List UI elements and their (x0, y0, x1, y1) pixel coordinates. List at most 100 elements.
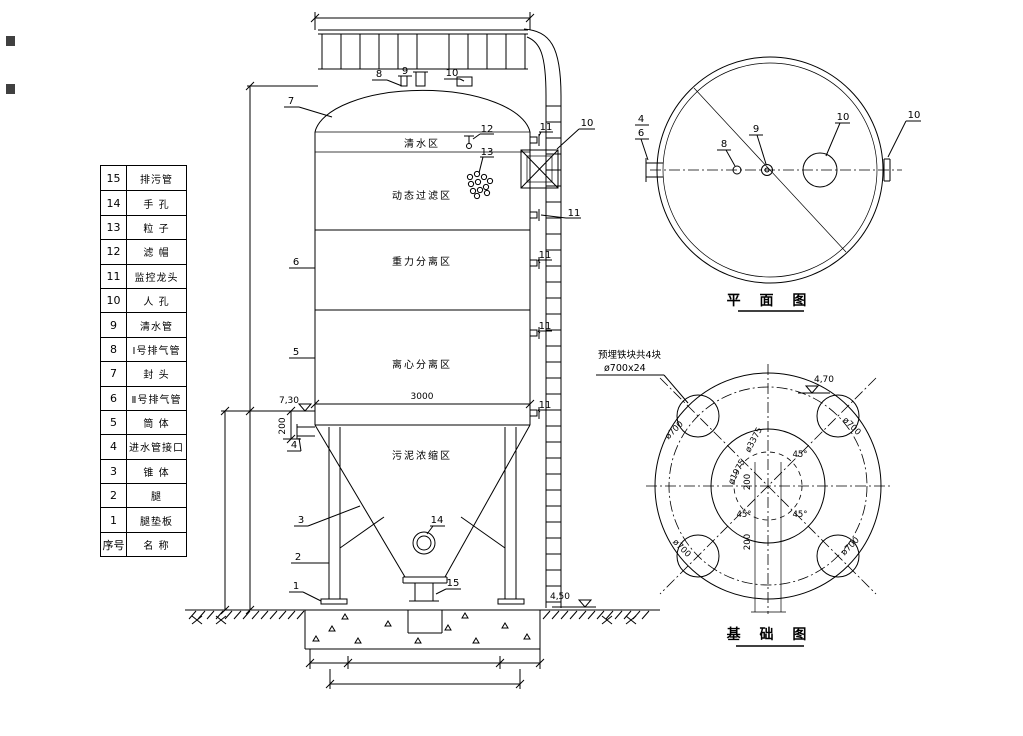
elevation-callouts: 7 8 9 10 12 13 10 11 11 11 (284, 66, 595, 602)
particles-cluster (466, 170, 494, 200)
part-no: 10 (101, 288, 127, 313)
cone-left (314, 424, 406, 578)
plan-title: 平 面 图 (727, 293, 814, 309)
table-row: 6 Ⅱ号排气管 (101, 385, 186, 410)
table-row: 9 清水管 (101, 312, 186, 337)
dome-head (314, 89, 531, 133)
cone-right (444, 424, 531, 578)
callout-7: 7 (288, 96, 294, 107)
foundation-plan: ø700 ø700 ø700 ø700 ø1975 ø3375 45° 45° … (596, 349, 892, 647)
part-name: 人 孔 (143, 297, 170, 309)
callout-9: 9 (753, 124, 759, 135)
table-row: 12 滤 帽 (101, 239, 186, 264)
table-header-row: 序号名 称 (101, 531, 186, 557)
inlet-stub (645, 158, 663, 182)
callout-10-side: 10 (581, 118, 594, 129)
manhole-plan (802, 152, 838, 188)
edge-artifact (6, 36, 15, 46)
header-no: 序号 (101, 532, 127, 557)
part-name: 排污管 (140, 174, 173, 186)
inlet-connection (296, 424, 315, 439)
note-embedded-plates: 预埋铁块共4块 (598, 349, 662, 361)
embedded-plate (676, 534, 720, 578)
callout-2: 2 (295, 552, 301, 563)
table-row: 10 人 孔 (101, 287, 186, 313)
part-no: 1 (101, 508, 127, 532)
part-name: Ⅰ号排气管 (132, 345, 181, 357)
part-no: 4 (101, 435, 127, 459)
part-name: 滤 帽 (143, 248, 170, 260)
dome-manhole-neck (456, 76, 473, 87)
part-no: 15 (101, 166, 127, 191)
clean-water-pipe-plan (761, 164, 773, 176)
callout-11: 11 (539, 400, 552, 411)
callout-9: 9 (402, 66, 408, 77)
ground-hatch (188, 610, 650, 625)
part-no: 5 (101, 410, 127, 435)
part-no: 14 (101, 191, 127, 215)
clean-water-pipe-nozzle (415, 71, 426, 87)
part-name: 进水管接口 (129, 443, 184, 455)
hand-hole (412, 531, 436, 555)
table-row: 14 手 孔 (101, 190, 186, 215)
part-no: 9 (101, 313, 127, 337)
callout-4: 4 (638, 114, 644, 125)
part-no: 3 (101, 459, 127, 484)
callout-6: 6 (293, 257, 299, 268)
callout-11: 11 (568, 208, 581, 219)
part-name: 监控龙头 (134, 272, 179, 284)
callout-5: 5 (293, 347, 299, 358)
table-row: 3 锥 体 (101, 458, 186, 484)
ladder (523, 28, 562, 608)
part-no: 11 (101, 264, 127, 288)
level-ground: 4,50 (550, 592, 570, 602)
zone-gravity-separation: 重力分离区 (392, 255, 452, 268)
zone-dynamic-filter: 动态过滤区 (392, 189, 452, 202)
part-no: 8 (101, 337, 127, 362)
angle-45: 45° (792, 450, 807, 460)
foundation-title: 基 础 图 (727, 626, 814, 643)
zone-centrifugal-separation: 离心分离区 (392, 358, 452, 371)
part-name: 锥 体 (143, 467, 170, 479)
part-no: 12 (101, 240, 127, 264)
part-name: 手 孔 (143, 199, 170, 211)
exhaust-pipe-1-plan (732, 165, 742, 175)
embedded-plate (816, 394, 860, 438)
callout-14: 14 (431, 515, 444, 526)
angle-45: 45° (792, 510, 807, 520)
side-manhole (520, 149, 559, 189)
part-no: 13 (101, 215, 127, 240)
level-marker (297, 403, 313, 412)
leg-pad (320, 598, 348, 605)
level-top: 7,30 (279, 396, 299, 406)
part-name: 清水管 (140, 321, 173, 333)
callout-4: 4 (291, 440, 297, 451)
plan-view: 4 6 8 9 10 10 平 面 图 (635, 56, 921, 312)
part-name: Ⅱ号排气管 (131, 394, 182, 406)
callout-13: 13 (481, 147, 494, 158)
embedded-plate (816, 534, 860, 578)
dim-3375: ø3375 (744, 426, 765, 454)
level-marker (804, 385, 820, 394)
part-no: 2 (101, 484, 127, 508)
edge-artifact (6, 84, 15, 94)
callout-11: 11 (539, 321, 552, 332)
part-name: 腿垫板 (140, 516, 173, 528)
monitoring-taps (529, 134, 540, 419)
part-no: 7 (101, 362, 127, 386)
part-no: 6 (101, 386, 127, 410)
part-name: 腿 (151, 492, 162, 504)
foundation-pit (304, 610, 541, 650)
zone-sludge-thickening: 污泥浓缩区 (392, 449, 452, 462)
callout-10: 10 (446, 68, 459, 79)
callout-10: 10 (837, 112, 850, 123)
callout-11: 11 (540, 122, 553, 133)
callout-8: 8 (721, 139, 727, 150)
